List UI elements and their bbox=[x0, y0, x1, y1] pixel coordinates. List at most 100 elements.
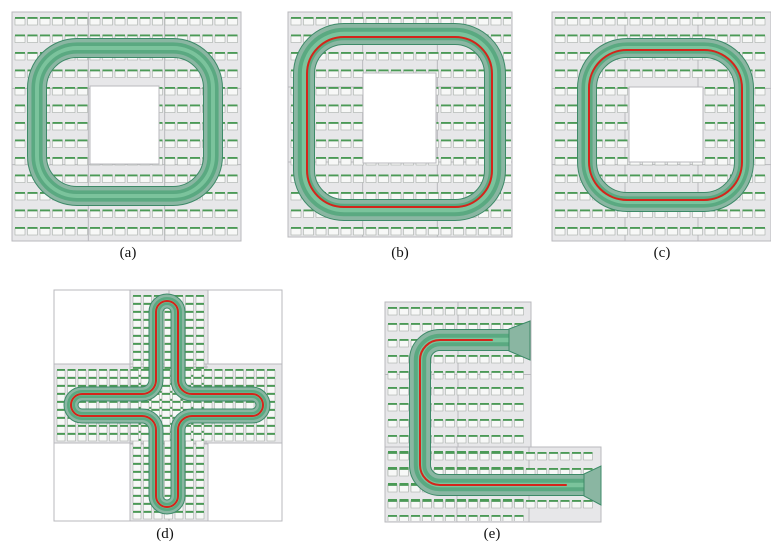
conveyor-loop bbox=[27, 38, 223, 206]
shelf-rack bbox=[143, 487, 152, 489]
shelf-cell bbox=[114, 70, 126, 78]
shelf-cell bbox=[14, 140, 26, 148]
shelf-cell bbox=[39, 18, 51, 26]
shelf-cell bbox=[130, 434, 139, 442]
shelf-rack bbox=[503, 323, 512, 325]
shelf-cell bbox=[245, 434, 255, 442]
shelf-rack bbox=[52, 87, 63, 89]
shelf-cell bbox=[98, 426, 108, 434]
shelf-rack bbox=[183, 425, 191, 427]
shelf-cell bbox=[456, 356, 467, 364]
shelf-rack bbox=[185, 351, 194, 353]
shelf-cell bbox=[440, 123, 452, 131]
shelf-cell bbox=[189, 158, 201, 166]
shelf-rack bbox=[388, 435, 397, 437]
shelf-cell bbox=[195, 504, 205, 512]
shelf-rack bbox=[67, 385, 76, 387]
shelf-cell bbox=[704, 210, 716, 218]
shelf-cell bbox=[303, 18, 314, 26]
shelf-cell bbox=[89, 70, 101, 78]
shelf-rack bbox=[705, 157, 715, 159]
shelf-cell bbox=[315, 158, 327, 166]
shelf-cell bbox=[152, 210, 163, 218]
shelf-rack bbox=[185, 471, 194, 473]
shelf-cell bbox=[132, 472, 142, 480]
shelf-rack bbox=[353, 122, 364, 124]
shelf-cell bbox=[328, 53, 339, 61]
shelf-rack bbox=[291, 209, 301, 212]
shelf-cell bbox=[479, 453, 490, 461]
shelf-rack bbox=[503, 139, 511, 142]
shelf-rack bbox=[422, 500, 432, 502]
shelf-cell bbox=[140, 434, 150, 442]
shelf-rack bbox=[378, 52, 389, 54]
shelf-cell bbox=[717, 175, 728, 183]
shelf-rack bbox=[133, 311, 141, 313]
shelf-rack bbox=[90, 174, 100, 177]
shelf-rack bbox=[717, 34, 728, 37]
shelf-cell bbox=[27, 35, 38, 43]
shelf-cell bbox=[64, 123, 76, 131]
shelf-cell bbox=[328, 105, 339, 113]
shelf-rack bbox=[177, 34, 188, 37]
shelf-rack bbox=[341, 69, 351, 72]
shelf-cell bbox=[14, 70, 26, 78]
shelf-rack bbox=[399, 403, 409, 405]
shelf-rack bbox=[316, 104, 326, 107]
shelf-cell bbox=[729, 228, 741, 236]
shelf-cell bbox=[554, 35, 566, 43]
shelf-rack bbox=[90, 227, 100, 229]
shelf-cell bbox=[433, 356, 444, 364]
shelf-rack bbox=[204, 425, 212, 427]
shelf-rack bbox=[480, 323, 489, 325]
shelf-rack bbox=[77, 104, 88, 107]
shelf-cell bbox=[185, 504, 194, 512]
funnel-bottom bbox=[583, 465, 602, 506]
shelf-rack bbox=[328, 69, 339, 72]
shelf-cell bbox=[456, 308, 467, 316]
shelf-cell bbox=[161, 386, 171, 394]
shelf-rack bbox=[52, 209, 63, 212]
shelf-rack bbox=[246, 377, 254, 379]
shelf-cell bbox=[456, 420, 467, 428]
shelf-rack bbox=[196, 455, 204, 457]
shelf-rack bbox=[15, 192, 25, 194]
shelf-cell bbox=[514, 404, 524, 412]
shelf-cell bbox=[365, 228, 377, 236]
shelf-rack bbox=[422, 515, 432, 517]
shelf-cell bbox=[365, 53, 377, 61]
shelf-rack bbox=[215, 52, 225, 54]
shelf-rack bbox=[503, 355, 512, 357]
shelf-rack bbox=[468, 387, 478, 389]
shelf-rack bbox=[605, 174, 615, 177]
shelf-cell bbox=[185, 464, 194, 472]
shelf-rack bbox=[399, 355, 409, 357]
shelf-cell bbox=[422, 501, 432, 509]
shelf-cell bbox=[490, 228, 502, 236]
shelf-rack bbox=[388, 371, 397, 373]
shelf-rack bbox=[717, 157, 728, 159]
shelf-rack bbox=[15, 209, 25, 212]
shelf-cell bbox=[440, 158, 452, 166]
shelf-cell bbox=[667, 175, 678, 183]
shelf-cell bbox=[604, 123, 616, 131]
shelf-rack bbox=[567, 87, 578, 89]
shelf-rack bbox=[185, 487, 194, 489]
shelf-rack bbox=[555, 17, 565, 19]
shelf-rack bbox=[453, 17, 464, 19]
shelf-rack bbox=[466, 139, 476, 142]
shelf-cell bbox=[132, 440, 142, 448]
shelf-cell bbox=[195, 296, 205, 304]
shelf-rack bbox=[692, 69, 703, 72]
shelf-cell bbox=[77, 105, 88, 113]
shelf-rack bbox=[185, 303, 194, 305]
shelf-rack bbox=[164, 463, 173, 465]
track-lane bbox=[301, 31, 498, 213]
shelf-rack bbox=[316, 174, 326, 177]
shelf-rack bbox=[267, 377, 275, 379]
shelf-cell bbox=[390, 175, 402, 183]
shelf-rack bbox=[165, 139, 175, 142]
shelf-rack bbox=[514, 387, 524, 389]
shelf-cell bbox=[214, 193, 226, 201]
shelf-rack bbox=[445, 467, 455, 469]
